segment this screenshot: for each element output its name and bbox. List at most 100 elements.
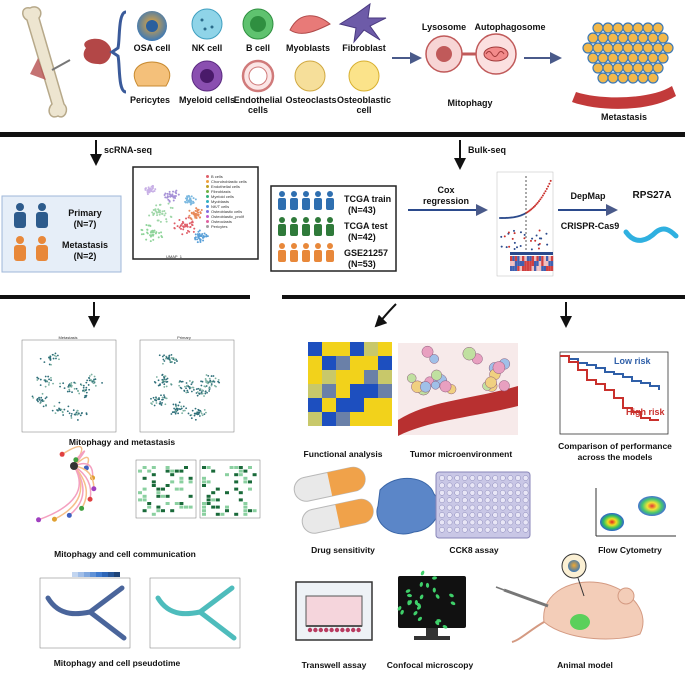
tcga-test-label: TCGA test [344, 221, 388, 231]
bulk-seq-label: Bulk-seq [468, 145, 507, 155]
umap-legend-item: NK/T cells [206, 204, 247, 209]
caption-mitophagy-metastasis: Mitophagy and metastasis [68, 437, 176, 447]
legend-text: Fibroblasts [211, 189, 231, 194]
tumor-tissue [83, 38, 112, 65]
mouse-icon [495, 553, 644, 643]
umap-legend-item: Fibroblasts [206, 189, 247, 194]
mitophagy-label: Mitophagy [447, 98, 493, 108]
cell-label-fibroblast: Fibroblast [342, 43, 386, 53]
regression-label: regression [422, 196, 470, 206]
legend-swatch [206, 225, 209, 228]
legend-swatch [206, 215, 209, 218]
cck8-plate-icon [435, 471, 531, 539]
panel-primary-title: Primary [177, 335, 191, 340]
umap-legend-item: Myeloid cells [206, 194, 247, 199]
divider-left [0, 295, 250, 299]
rps27a-label: RPS27A [632, 190, 672, 201]
lysosome-label: Lysosome [421, 22, 467, 32]
crispr-label: CRISPR-Cas9 [560, 221, 620, 231]
umap-plot [140, 184, 209, 244]
caption-cell-communication: Mitophagy and cell communication [54, 549, 196, 559]
legend-text: NK/T cells [211, 204, 230, 209]
umap-x-label: UMAP_1 [165, 254, 183, 259]
caption-cck8: CCK8 assay [449, 545, 499, 555]
legend-text: Osteoclasts [211, 219, 232, 224]
gene-strand-icon [623, 226, 679, 243]
functional-heatmap [308, 342, 392, 426]
umap-legend-item: Osteoblastic_prolif [206, 214, 247, 219]
divider-right [282, 295, 685, 299]
metastasis-label: Metastasis [600, 112, 648, 122]
metastasis-sample-label: Metastasis [61, 240, 109, 250]
arrow-functional [374, 303, 397, 328]
legend-swatch [206, 175, 209, 178]
legend-swatch [206, 185, 209, 188]
divider-top [0, 132, 685, 137]
mitophagy-illustration [425, 33, 517, 75]
caption-confocal: Confocal microscopy [386, 660, 474, 670]
gse-label: GSE21257 [344, 248, 389, 258]
umap-metastasis-panel [21, 339, 117, 433]
primary-n-label: (N=7) [73, 219, 97, 229]
cell-label-osteoclasts: Osteoclasts [285, 95, 337, 105]
cell-label-myoblasts: Myoblasts [285, 43, 331, 53]
monitor-icon [397, 570, 466, 640]
people-icons-scrna [14, 203, 48, 261]
legend-text: Endothelial cells [211, 184, 240, 189]
cell-label-b: B cell [245, 43, 271, 53]
legend-swatch [206, 200, 209, 203]
brace [109, 10, 127, 94]
caption-drug-sensitivity: Drug sensitivity [311, 545, 375, 555]
legend-swatch [206, 210, 209, 213]
caption-flow-cytometry: Flow Cytometry [598, 545, 662, 555]
gse-n: (N=53) [348, 259, 376, 269]
primary-label: Primary [68, 208, 102, 218]
cell-label-osteoblastic: Osteoblastic cell [336, 95, 392, 115]
survival-curve-plot [559, 351, 669, 435]
cell-label-myeloid: Myeloid cells [178, 95, 236, 105]
legend-swatch [206, 180, 209, 183]
bone-illustration [22, 6, 71, 118]
metastasis-illustration [572, 22, 676, 109]
legend-text: B cells [211, 174, 223, 179]
low-risk-label: Low risk [614, 356, 651, 366]
umap-legend-item: Osteoblastic cells [206, 209, 247, 214]
transwell-icon [295, 581, 373, 641]
caption-tme: Tumor microenvironment [409, 449, 513, 459]
legend-swatch [206, 220, 209, 223]
cell-label-pericytes: Pericytes [129, 95, 171, 105]
caption-comparison-1: Comparison of performance [558, 441, 672, 451]
depmap-label: DepMap [570, 191, 606, 201]
umap-legend-item: Endothelial cells [206, 184, 247, 189]
legend-text: Osteoblastic_prolif [211, 214, 244, 219]
high-risk-label: High risk [626, 407, 665, 417]
legend-text: Chondroblastic cells [211, 179, 247, 184]
autophagosome-label: Autophagosome [474, 22, 546, 32]
cell-label-osa: OSA cell [133, 43, 171, 53]
caption-pseudotime: Mitophagy and cell pseudotime [53, 658, 181, 668]
caption-comparison-2: across the models [577, 452, 653, 462]
legend-swatch [206, 195, 209, 198]
metastasis-n-label: (N=2) [73, 251, 97, 261]
risk-score-plot [496, 171, 554, 277]
umap-legend-item: Osteoclasts [206, 219, 247, 224]
cell-label-endothelial: Endothelial cells [233, 95, 283, 115]
tcga-train-n: (N=43) [348, 205, 376, 215]
tumor-microenvironment-illustration [398, 343, 518, 436]
pseudotime-plots [39, 572, 241, 649]
legend-text: Myeloid cells [211, 194, 234, 199]
umap-primary-panel [139, 339, 235, 433]
panel-metastasis-title: Metastasis [58, 335, 78, 340]
tcga-train-label: TCGA train [344, 194, 392, 204]
caption-transwell: Transwell assay [301, 660, 367, 670]
legend-text: Osteoblastic cells [211, 209, 243, 214]
caption-animal-model: Animal model [557, 660, 613, 670]
cell-icons [133, 2, 387, 93]
umap-legend-item: Myoblasts [206, 199, 247, 204]
cell-label-nk: NK cell [191, 43, 223, 53]
umap-legend-item: Pericytes [206, 224, 247, 229]
caption-functional-analysis: Functional analysis [303, 449, 383, 459]
